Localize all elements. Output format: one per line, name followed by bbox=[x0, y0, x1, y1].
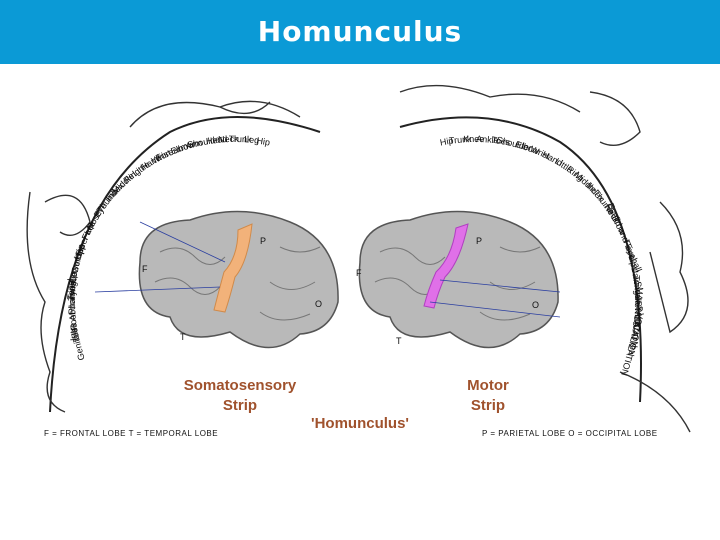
lobe-letter-f-left: F bbox=[142, 264, 148, 274]
sensory-label: Trunk bbox=[229, 134, 252, 145]
motor-label: Lips bbox=[627, 254, 641, 273]
motor-arc bbox=[399, 116, 642, 403]
sensory-brain: P F O T bbox=[138, 210, 339, 349]
motor-label: Toes bbox=[491, 135, 512, 148]
legend-frontal-temporal: F = FRONTAL LOBE T = TEMPORAL LOBE bbox=[44, 429, 218, 438]
sensory-label: Hip bbox=[256, 135, 271, 147]
sensory-label: Head bbox=[206, 134, 228, 146]
lobe-letter-o-left: O bbox=[315, 299, 322, 309]
motor-brain: P F O T bbox=[356, 210, 559, 349]
motor-label: Trunk bbox=[448, 134, 472, 146]
legend-parietal-occipital: P = PARIETAL LOBE O = OCCIPITAL LOBE bbox=[482, 429, 658, 438]
motor-label: Jaw bbox=[630, 268, 642, 286]
page-title: Homunculus bbox=[257, 15, 463, 48]
sensory-label: Lips bbox=[73, 242, 88, 261]
caption-motor-line2: Strip bbox=[471, 397, 505, 414]
title-bar bbox=[0, 0, 720, 64]
motor-label: Swallowing bbox=[633, 281, 643, 326]
sensory-label: Tongue bbox=[66, 271, 79, 301]
motor-homunculus-figure bbox=[399, 84, 691, 433]
lobe-letter-p-left: P bbox=[260, 236, 266, 246]
caption-somatosensory-line2: Strip bbox=[223, 397, 257, 414]
caption-motor-line1: Motor bbox=[467, 377, 509, 394]
lobe-letter-o-right: O bbox=[532, 300, 539, 310]
motor-strip bbox=[423, 223, 469, 309]
connector-lines bbox=[94, 221, 561, 318]
sensory-arc bbox=[49, 116, 321, 413]
caption-homunculus: 'Homunculus' bbox=[311, 415, 409, 432]
lobe-letter-f-right: F bbox=[356, 268, 362, 278]
lobe-letter-t-left: T bbox=[180, 332, 186, 342]
motor-label: Tongue bbox=[632, 275, 644, 305]
sensory-homunculus-figure bbox=[26, 100, 301, 413]
sensory-label: Arm bbox=[185, 137, 203, 151]
sensory-label: Foot bbox=[67, 311, 79, 331]
motor-label: Knee bbox=[463, 134, 484, 144]
motor-label: Ankle bbox=[476, 134, 499, 146]
homunculus-diagram: P F O T P F O T HipLegTrunkNeckHeadShoul… bbox=[26, 84, 691, 438]
motor-label: Hip bbox=[439, 135, 454, 147]
lobe-letter-t-right: T bbox=[396, 336, 402, 346]
sensory-label: Leg bbox=[244, 134, 260, 145]
somatosensory-strip bbox=[213, 223, 253, 313]
lobe-letter-p-right: P bbox=[476, 236, 482, 246]
sensory-label: Toes bbox=[68, 322, 82, 343]
sensory-label: Intra Abdominal bbox=[66, 278, 79, 341]
sensory-label: Pharynx bbox=[67, 281, 78, 315]
sensory-label: Neck bbox=[218, 134, 239, 145]
caption-somatosensory-line1: Somatosensory bbox=[184, 377, 297, 394]
